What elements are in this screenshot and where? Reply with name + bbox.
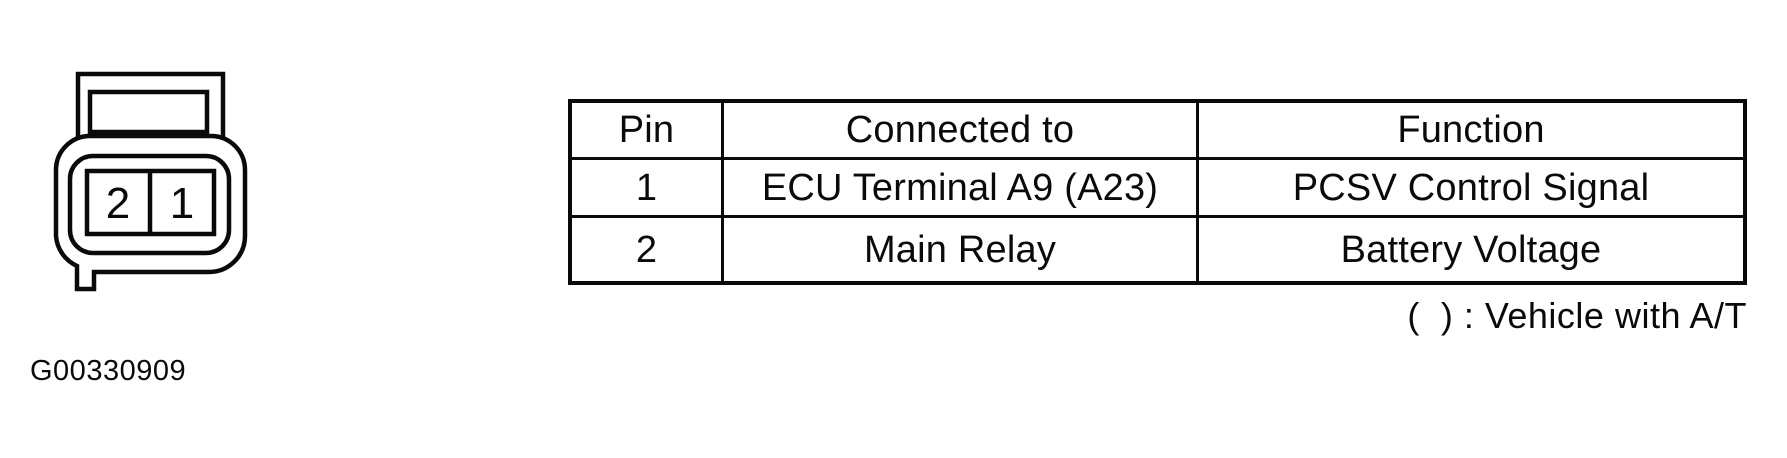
table-cell-connected-2: Main Relay: [724, 218, 1199, 281]
connector-body-outline: [53, 133, 248, 292]
connector-diagram: 2 1: [53, 71, 248, 292]
pinout-table: Pin Connected to Function 1 ECU Terminal…: [568, 99, 1747, 285]
table-header-connected-to: Connected to: [724, 103, 1199, 161]
connector-latch-inner: [87, 89, 210, 135]
pin-1-label: 1: [170, 179, 194, 228]
table-cell-function-2: Battery Voltage: [1340, 228, 1602, 271]
at-note: ( ) : Vehicle with A/T: [1407, 295, 1747, 336]
table-cell-function-1: PCSV Control Signal: [1199, 160, 1743, 219]
pin-2-label: 2: [106, 179, 130, 228]
table-cell-connected-1: ECU Terminal A9 (A23): [724, 160, 1199, 219]
table-header-function: Function: [1199, 103, 1743, 161]
connector-latch-outer: [75, 71, 226, 140]
connector-inner-wall: [67, 153, 232, 256]
figure-id: G00330909: [30, 355, 187, 387]
table-cell-pin-2: 2: [572, 218, 724, 281]
table-header-pin: Pin: [572, 103, 724, 161]
table-cell-pin-1: 1: [572, 160, 724, 219]
